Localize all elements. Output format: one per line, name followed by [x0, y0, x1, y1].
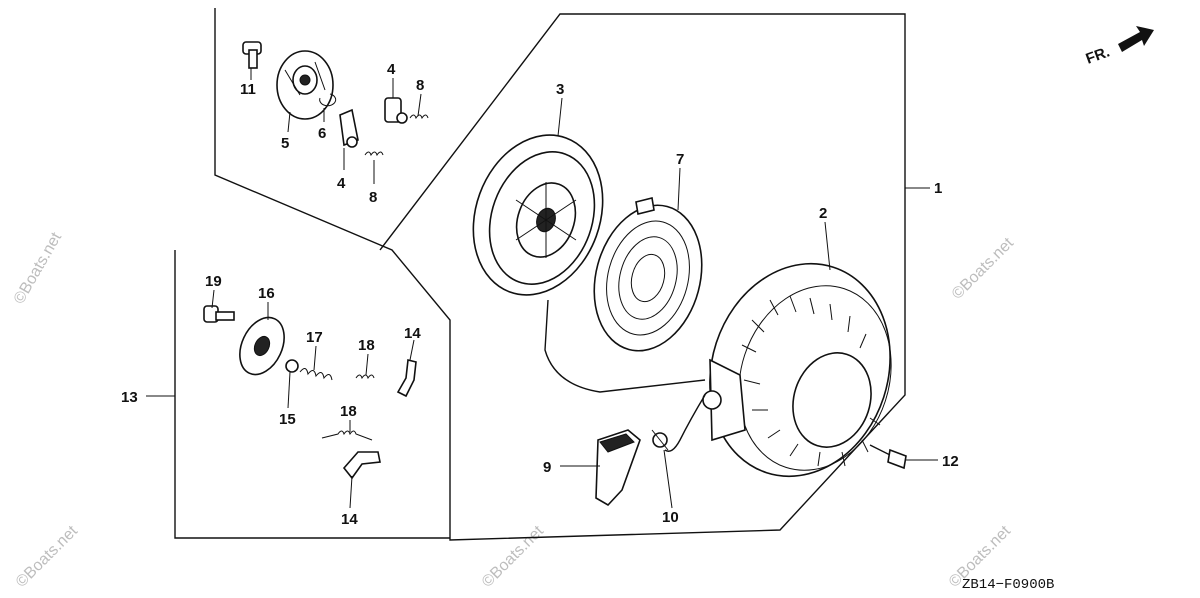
part-6-clip: [319, 93, 337, 107]
part-18-spring-lower: [321, 430, 373, 441]
part-19-bolt: [203, 305, 235, 323]
callout-7: 7: [676, 151, 684, 168]
subkit-outline: [174, 250, 450, 539]
front-label: FR.: [1084, 44, 1113, 68]
callout-12: 12: [942, 453, 959, 470]
watermark-bottom-center: ©Boats.net: [479, 522, 548, 591]
callout-4-lower: 4: [337, 175, 346, 192]
watermark-bottom-left: ©Boats.net: [13, 522, 82, 591]
callout-16: 16: [258, 285, 275, 302]
part-12-flange-bolt: [869, 444, 907, 470]
callout-15: 15: [279, 411, 296, 428]
watermark-left: ©Boats.net: [11, 229, 66, 307]
part-5-ratchet: [276, 50, 334, 120]
callout-18-lower: 18: [340, 403, 357, 420]
callout-8-lower: 8: [369, 189, 377, 206]
callout-2: 2: [819, 205, 827, 222]
callout-5: 5: [281, 135, 289, 152]
part-11-bolt: [242, 41, 262, 69]
rope-to-grip: [664, 394, 706, 452]
part-8-spring-lower: [364, 151, 384, 157]
callout-14-lower: 14: [341, 511, 358, 528]
leader-lines: [146, 68, 938, 509]
callout-6: 6: [318, 125, 326, 142]
part-3-reel: [472, 134, 604, 296]
callout-10: 10: [662, 509, 679, 526]
callout-13: 13: [121, 389, 138, 406]
assembly-outline: [214, 8, 906, 541]
callout-19: 19: [205, 273, 222, 290]
front-arrow-icon: [1118, 26, 1154, 52]
callout-3: 3: [556, 81, 564, 98]
part-7-spiral-spring: [593, 197, 703, 352]
part-18-spring-upper: [355, 374, 375, 380]
part-16-ratchet: [239, 316, 285, 376]
callout-14-upper: 14: [404, 325, 421, 342]
callouts: 1 2 3 4 4 5 6 7 8 8 9 10 11 12 13 14 14 …: [121, 61, 959, 528]
callout-17: 17: [306, 329, 323, 346]
part-14-plate-upper: [396, 359, 417, 398]
part-15-washer: [285, 359, 299, 373]
starter-rope: [544, 299, 706, 393]
part-10-knot: [651, 429, 669, 451]
callout-4-upper: 4: [387, 61, 396, 78]
callout-18-upper: 18: [358, 337, 375, 354]
diagram-code: ZB14−F0900B: [962, 577, 1054, 593]
watermark-right: ©Boats.net: [949, 234, 1018, 303]
front-direction-marker: FR.: [1084, 26, 1154, 68]
part-8-spring-upper: [409, 114, 429, 120]
callout-8-upper: 8: [416, 77, 424, 94]
part-17-spring: [299, 368, 333, 381]
part-14-plate-lower: [342, 451, 381, 480]
callout-11: 11: [240, 81, 256, 98]
callout-9: 9: [543, 459, 551, 476]
callout-1: 1: [934, 180, 942, 197]
part-4-pawl-upper: [384, 97, 408, 124]
part-4-pawl-lower: [339, 108, 359, 148]
part-2-starter-case: [702, 262, 892, 478]
part-9-grip: [595, 429, 641, 507]
